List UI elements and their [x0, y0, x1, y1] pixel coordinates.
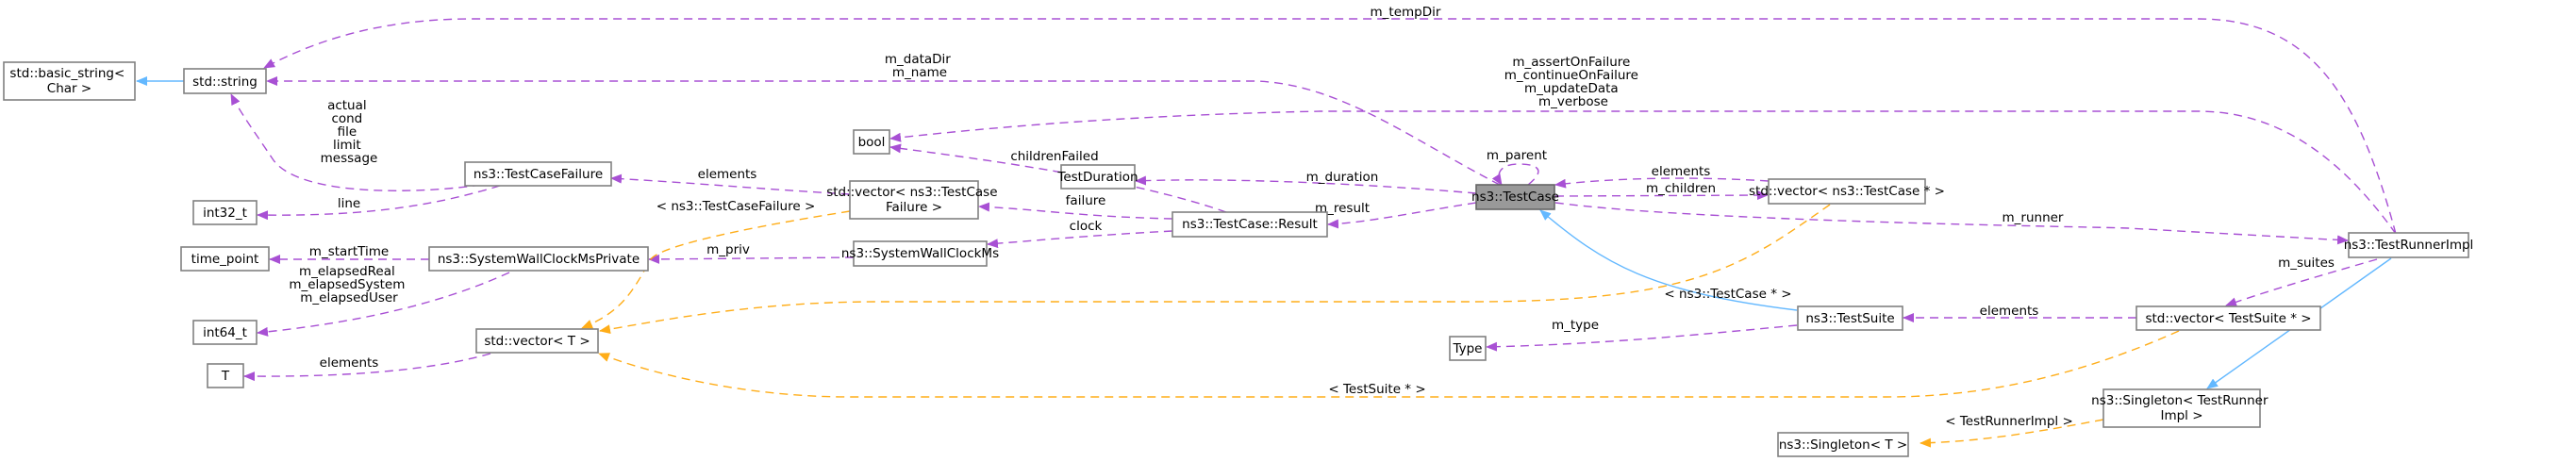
edge-tmpl-testcase — [599, 204, 1831, 335]
edge-clock — [987, 230, 1173, 249]
label-tmpl-runner: < TestRunnerImpl > — [1945, 414, 2073, 429]
label-m-datadir-name: m_dataDir m_name — [885, 52, 955, 80]
label-m-runner: m_runner — [2003, 210, 2064, 225]
label-tmpl-testcase: < ns3::TestCase * > — [1664, 287, 1791, 302]
label-m-duration: m_duration — [1306, 170, 1379, 185]
node-type[interactable]: Type — [1449, 336, 1487, 361]
label-m-priv: m_priv — [706, 242, 750, 257]
label-line: line — [338, 196, 360, 211]
label-m-tempdir: m_tempDir — [1371, 5, 1441, 20]
node-test-case-failure[interactable]: ns3::TestCaseFailure — [464, 161, 612, 187]
svg-text:TestDuration: TestDuration — [1056, 170, 1138, 185]
svg-text:ns3::TestSuite: ns3::TestSuite — [1805, 311, 1894, 326]
svg-text:int32_t: int32_t — [203, 206, 247, 221]
node-bool[interactable]: bool — [853, 129, 890, 155]
label-elapsed: m_elapsedReal m_elapsedSystem m_elapsedU… — [289, 264, 408, 305]
svg-text:std::vector< ns3::TestCase * >: std::vector< ns3::TestCase * > — [1749, 184, 1945, 199]
edge-elements-t — [243, 353, 491, 382]
edge-m-datadir-name — [266, 76, 1501, 186]
edge-m-priv — [648, 254, 855, 264]
label-string-fields: actual cond file limit message — [321, 98, 378, 166]
edge-m-result — [1327, 202, 1477, 229]
label-failure: failure — [1066, 193, 1106, 208]
node-vector-suite[interactable]: std::vector< TestSuite * > — [2136, 305, 2321, 331]
svg-text:ns3::TestRunnerImpl: ns3::TestRunnerImpl — [2344, 238, 2474, 253]
node-t[interactable]: T — [207, 363, 244, 388]
label-children-failed: childrenFailed — [1010, 149, 1098, 164]
svg-text:ns3::SystemWallClockMsPrivate: ns3::SystemWallClockMsPrivate — [438, 252, 640, 267]
edge-m-runner — [1554, 202, 2349, 245]
edge-m-tempdir — [263, 18, 2397, 235]
edge-m-duration — [1135, 175, 1477, 194]
edges — [136, 18, 2397, 448]
edge-m-type — [1486, 324, 1798, 352]
svg-text:std::string: std::string — [192, 74, 258, 90]
nodes: std::basic_string< Char > std::string bo… — [3, 61, 2474, 457]
edge-labels: m_tempDir m_dataDir m_name actual cond f… — [289, 5, 2335, 429]
svg-text:std::vector< TestSuite * >: std::vector< TestSuite * > — [2145, 311, 2311, 326]
node-basic-string[interactable]: std::basic_string< Char > — [3, 61, 136, 101]
edge-tmpl-runner — [1920, 419, 2104, 448]
node-runner-impl[interactable]: ns3::TestRunnerImpl — [2344, 232, 2474, 258]
node-clock-private[interactable]: ns3::SystemWallClockMsPrivate — [428, 246, 649, 272]
label-m-parent: m_parent — [1487, 148, 1547, 163]
svg-text:time_point: time_point — [191, 252, 259, 267]
node-vector-failure[interactable]: std::vector< ns3::TestCase Failure > — [826, 180, 1002, 220]
edge-elements-failure — [610, 173, 851, 195]
edge-testsuite-inherits-testcase — [1539, 209, 1798, 311]
label-tmpl-suite: < TestSuite * > — [1328, 382, 1425, 397]
node-singleton-runner[interactable]: ns3::Singleton< TestRunner Impl > — [2091, 388, 2272, 428]
label-flags: m_assertOnFailure m_continueOnFailure m_… — [1504, 55, 1643, 109]
edge-m-suites — [2225, 258, 2378, 307]
edge-failure — [978, 202, 1173, 220]
node-result[interactable]: ns3::TestCase::Result — [1172, 211, 1328, 238]
edge-tmpl-failure — [581, 210, 851, 329]
node-clock[interactable]: ns3::SystemWallClockMs — [841, 240, 999, 267]
label-elements-failure: elements — [698, 167, 757, 182]
edge-tmpl-suite — [598, 330, 2180, 398]
label-m-suites: m_suites — [2278, 256, 2335, 271]
svg-text:ns3::SystemWallClockMs: ns3::SystemWallClockMs — [841, 246, 999, 261]
svg-text:std::vector< T >: std::vector< T > — [484, 334, 590, 349]
edge-m-children — [1554, 190, 1769, 201]
node-singleton-t[interactable]: ns3::Singleton< T > — [1777, 432, 1909, 457]
svg-text:ns3::TestCaseFailure: ns3::TestCaseFailure — [474, 167, 603, 182]
edge-elements-testcase — [1554, 177, 1770, 189]
node-int32[interactable]: int32_t — [192, 200, 258, 225]
node-vector-testcase[interactable]: std::vector< ns3::TestCase * > — [1749, 178, 1945, 205]
node-std-string[interactable]: std::string — [183, 68, 267, 94]
node-test-suite[interactable]: ns3::TestSuite — [1797, 305, 1903, 331]
label-m-type: m_type — [1552, 318, 1599, 333]
svg-text:std::vector< ns3::TestCase: std::vector< ns3::TestCase Failure > — [826, 185, 1002, 215]
edge-elapsed — [257, 272, 510, 337]
edge-line — [257, 185, 501, 221]
label-elements-tc: elements — [1652, 164, 1711, 179]
label-clock: clock — [1070, 219, 1103, 234]
svg-text:bool: bool — [858, 135, 886, 150]
svg-text:T: T — [221, 369, 230, 384]
svg-text:ns3::TestCase: ns3::TestCase — [1471, 190, 1559, 205]
node-time-point[interactable]: time_point — [180, 246, 270, 272]
label-tmpl-failure: < ns3::TestCaseFailure > — [656, 199, 816, 214]
label-m-result: m_result — [1315, 201, 1370, 216]
svg-text:int64_t: int64_t — [203, 325, 247, 340]
node-test-duration[interactable]: TestDuration — [1056, 164, 1138, 190]
label-m-starttime: m_startTime — [309, 244, 389, 259]
edge-m-parent — [1491, 163, 1539, 186]
svg-text:Type: Type — [1452, 341, 1482, 356]
label-m-children: m_children — [1646, 181, 1716, 196]
node-vector-t[interactable]: std::vector< T > — [475, 328, 599, 354]
node-int64[interactable]: int64_t — [192, 320, 258, 345]
svg-text:ns3::TestCase::Result: ns3::TestCase::Result — [1182, 217, 1318, 232]
svg-text:ns3::Singleton< TestRunner: ns3::Singleton< TestRunner Impl > — [2091, 393, 2272, 423]
node-test-case[interactable]: ns3::TestCase — [1471, 184, 1559, 210]
svg-text:ns3::Singleton< T >: ns3::Singleton< T > — [1779, 437, 1907, 453]
svg-text:std::basic_string< Cha: std::basic_string< Char > — [9, 66, 128, 96]
label-elements-suite: elements — [1980, 304, 2039, 319]
label-elements-t: elements — [320, 355, 379, 371]
